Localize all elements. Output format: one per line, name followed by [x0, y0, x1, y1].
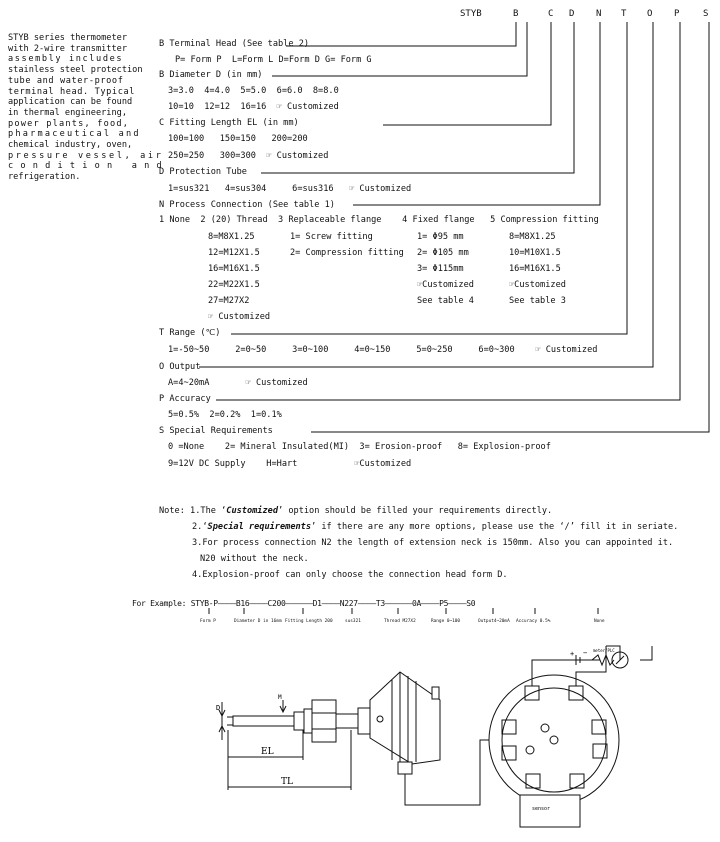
dim-m-label: M: [278, 694, 282, 701]
terminal-head-title: B Terminal Head (See table 2): [159, 39, 310, 49]
thread-option: 12=M12X1.5: [208, 248, 260, 258]
compression-fitting-option: See table 3: [509, 296, 566, 306]
note-4: 4.Explosion-proof can only choose the co…: [192, 570, 508, 580]
compression-fitting-option: 16=M16X1.5: [509, 264, 561, 274]
code-o: O: [647, 9, 653, 19]
replaceable-flange-option: 2= Compression fitting: [290, 248, 404, 258]
note-3-continued: N20 without the neck.: [200, 554, 309, 564]
example-caption: Thread M27X2: [384, 619, 416, 624]
dim-d-label: D: [216, 704, 220, 712]
accuracy-title: P Accuracy: [159, 394, 211, 404]
example-caption: None: [594, 619, 605, 624]
compression-fitting-option: 8=M8X1.25: [509, 232, 556, 242]
fixed-flange-option: ☞Customized: [417, 280, 474, 290]
diameter-options-2: 10=10 12=12 16=16 ☞ Customized: [168, 102, 339, 112]
diameter-title: B Diameter D (in mm): [159, 70, 263, 80]
example-caption: Form P: [200, 619, 216, 624]
fitting-length-options-1: 100=100 150=150 200=200: [168, 134, 308, 144]
note-3: 3.For process connection N2 the length o…: [192, 538, 674, 548]
sensor-label: sensor: [532, 806, 550, 812]
compression-fitting-option: 10=M10X1.5: [509, 248, 561, 258]
range-title: T Range (℃): [159, 328, 221, 338]
special-requirements-title: S Special Requirements: [159, 426, 273, 436]
special-requirements-options-2: 9=12V DC Supply H=Hart ☞Customized: [168, 459, 412, 469]
code-t: T: [621, 9, 627, 19]
fitting-length-options-2: 250=250 300=300 ☞ Customized: [168, 151, 329, 161]
code-s: S: [703, 9, 709, 19]
process-connection-title: N Process Connection (See table 1): [159, 200, 335, 210]
fixed-flange-option: See table 4: [417, 296, 474, 306]
meter-plc-label: meter/PLC: [593, 648, 615, 653]
example-caption: Output4~20mA: [478, 619, 510, 624]
fitting-length-title: C Fitting Length EL (in mm): [159, 118, 299, 128]
code-c: C: [548, 9, 554, 19]
example-caption: Range 0~100: [431, 619, 461, 624]
accuracy-options: 5=0.5% 2=0.2% 1=0.1%: [168, 410, 282, 420]
dim-tl-label: TL: [281, 777, 293, 787]
code-styb: STYB: [460, 9, 482, 19]
example-caption: Fitting Length 200: [285, 619, 333, 624]
note-1: Note: 1.The ‘Customized’ option should b…: [159, 506, 553, 516]
note-2: 2.‘Special requirements’ if there are an…: [192, 522, 679, 532]
code-n: N: [596, 9, 602, 19]
code-p: P: [674, 9, 680, 19]
dim-el-label: EL: [261, 747, 274, 757]
fixed-flange-option: 3= Φ115mm: [417, 264, 464, 274]
replaceable-flange-option: 1= Screw fitting: [290, 232, 373, 242]
diameter-options-1: 3=3.0 4=4.0 5=5.0 6=6.0 8=8.0: [168, 86, 339, 96]
fixed-flange-option: 2= Φ105 mm: [417, 248, 469, 258]
fixed-flange-option: 1= Φ95 mm: [417, 232, 464, 242]
thread-option: 8=M8X1.25: [208, 232, 255, 242]
protection-tube-title: D Protection Tube: [159, 167, 247, 177]
thread-option: ☞ Customized: [208, 312, 271, 322]
example-caption: Accuracy 0.5%: [516, 619, 551, 624]
code-b: B: [513, 9, 519, 19]
terminal-head-options: P= Form P L=Form L D=Form D G= Form G: [175, 55, 372, 65]
example-caption: sus321: [345, 619, 361, 624]
thread-option: 22=M22X1.5: [208, 280, 260, 290]
process-connection-types: 1 None 2 (20) Thread 3 Replaceable flang…: [159, 215, 599, 225]
example-caption: Diameter D in 16mm: [234, 619, 282, 624]
thread-option: 16=M16X1.5: [208, 264, 260, 274]
output-options: A=4~20mA ☞ Customized: [168, 378, 308, 388]
range-options: 1=-50~50 2=0~50 3=0~100 4=0~150 5=0~250 …: [168, 345, 598, 355]
protection-tube-options: 1=sus321 4=sus304 6=sus316 ☞ Customized: [168, 184, 412, 194]
code-d: D: [569, 9, 575, 19]
example-code: For Example: STYB-P————B16————C200——————…: [132, 599, 476, 608]
plus-sign: +: [570, 650, 574, 658]
thread-option: 27=M27X2: [208, 296, 250, 306]
output-title: O Output: [159, 362, 201, 372]
special-requirements-options-1: 0 =None 2= Mineral Insulated(MI) 3= Eros…: [168, 442, 551, 452]
minus-sign: −: [583, 649, 587, 657]
compression-fitting-option: ☞Customized: [509, 280, 566, 290]
